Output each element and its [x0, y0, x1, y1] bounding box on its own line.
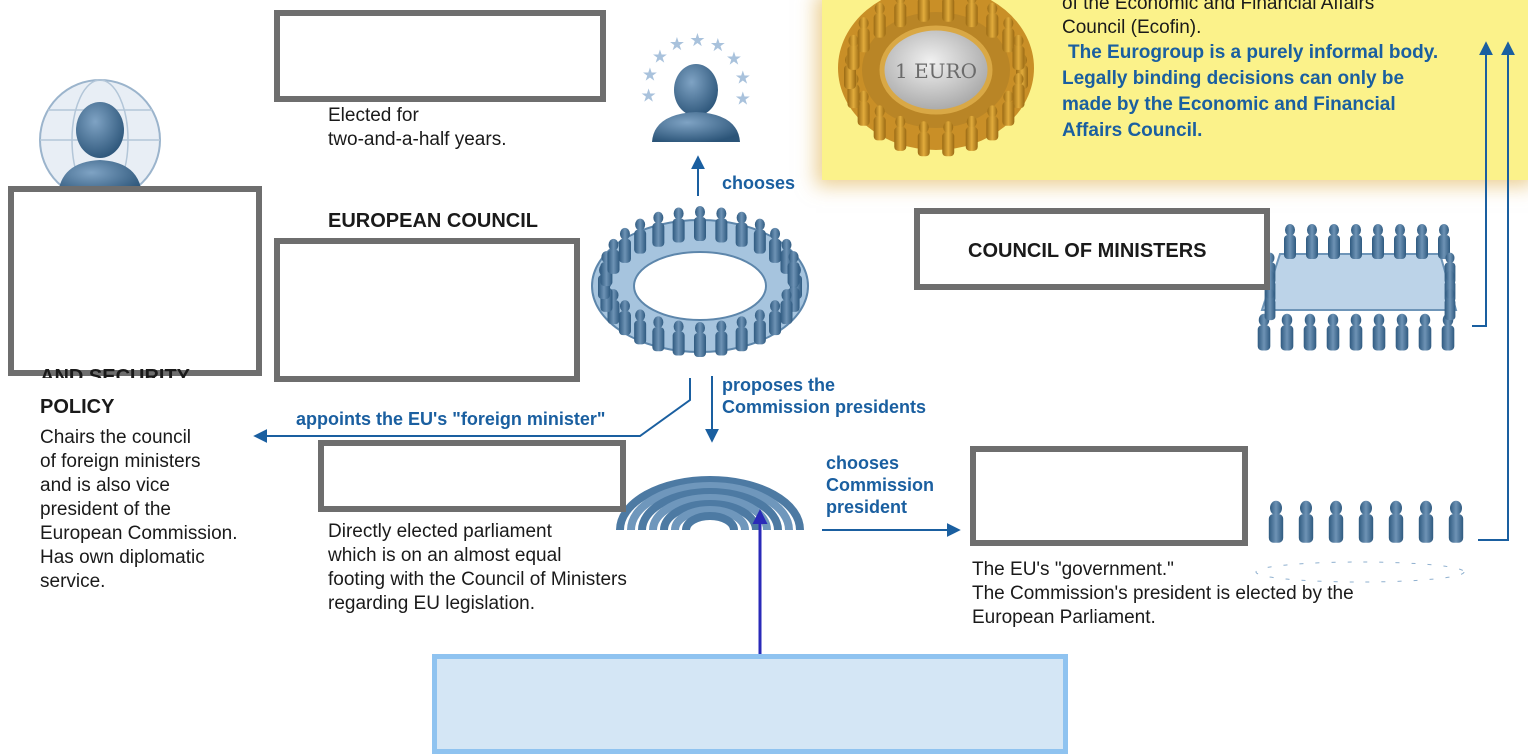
parliament-line: regarding EU legislation.	[328, 593, 536, 614]
proposes-line2: Commission presidents	[722, 397, 927, 417]
svg-text:★: ★	[641, 86, 657, 107]
foreign-policy-line: and is also vice	[40, 475, 170, 496]
eurogroup-bold-line: The Eurogroup is a purely informal body.	[1068, 42, 1439, 63]
parliament-line: footing with the Council of Ministers	[328, 569, 627, 590]
proposes-line1: proposes the	[722, 375, 836, 395]
chooses-label: chooses	[722, 173, 796, 193]
chooses-commission-line: Commission	[826, 475, 935, 495]
president-icon: ★★★★★★★★★	[641, 30, 751, 142]
eurogroup-line: of the Economic and Financial Affairs	[1062, 0, 1375, 14]
euro-coin-icon: 1 EURO	[838, 0, 1034, 157]
proposes-label: proposes the Commission presidents	[722, 374, 926, 418]
svg-text:★: ★	[669, 34, 685, 55]
commission-line: The Commission's president is elected by…	[972, 583, 1354, 604]
european-council-title: EUROPEAN COUNCIL	[328, 210, 539, 232]
foreign-policy-line: Has own diplomatic	[40, 547, 205, 568]
president-text-line1: Elected for	[328, 105, 419, 126]
parliament-title-box	[318, 440, 626, 512]
chooses-commission-line: chooses	[826, 453, 900, 473]
commission-text: The EU's "government." The Commission's …	[972, 558, 1354, 630]
chooses-commission-label: chooses Commission president	[826, 452, 934, 518]
president-text: Elected for two-and-a-half years.	[328, 104, 506, 152]
commission-title-box	[970, 446, 1248, 546]
eurogroup-line: Council (Ecofin).	[1062, 17, 1202, 38]
president-text-line2: two-and-a-half years.	[328, 129, 507, 150]
foreign-policy-line: service.	[40, 571, 106, 592]
foreign-policy-text: Chairs the council of foreign ministers …	[40, 426, 237, 594]
parliament-hemicycle-icon	[616, 476, 804, 531]
council-ministers-box	[914, 208, 1270, 290]
president-title-box	[274, 10, 606, 102]
chooses-commission-line: president	[826, 497, 908, 517]
commission-figures-icon	[1255, 500, 1465, 583]
parliament-line: which is on an almost equal	[328, 545, 562, 566]
foreign-policy-line: president of the	[40, 499, 171, 520]
svg-text:★: ★	[735, 68, 751, 89]
eurogroup-bold-line: Affairs Council.	[1062, 120, 1203, 141]
svg-text:★: ★	[689, 30, 705, 51]
parliament-line: Directly elected parliament	[328, 521, 552, 542]
eurogroup-bold-line: Legally binding decisions can only be	[1062, 68, 1405, 89]
coin-label: 1 EURO	[895, 59, 977, 83]
svg-text:★: ★	[726, 49, 742, 70]
commission-line: The EU's "government."	[972, 559, 1174, 580]
european-council-desc-box	[274, 238, 580, 382]
foreign-policy-line: Chairs the council	[40, 427, 192, 448]
council-of-ministers-title: COUNCIL OF MINISTERS	[968, 240, 1207, 262]
answer-box[interactable]	[432, 654, 1068, 754]
svg-text:★: ★	[652, 46, 668, 67]
commission-line: European Parliament.	[972, 607, 1156, 628]
foreign-minister-title-box	[8, 186, 262, 376]
european-council-ring-icon	[591, 206, 809, 357]
appoints-label: appoints the EU's "foreign minister"	[296, 409, 606, 429]
eurogroup-text: of the Economic and Financial Affairs Co…	[1062, 0, 1438, 144]
foreign-policy-line: European Commission.	[40, 523, 238, 544]
eurogroup-bold-line: made by the Economic and Financial	[1062, 94, 1396, 115]
foreign-policy-line: of foreign ministers	[40, 451, 201, 472]
svg-text:★: ★	[735, 88, 751, 109]
council-of-ministers-table-icon	[1257, 224, 1458, 351]
foreign-policy-partial-heading: AND SECURITY	[40, 366, 191, 378]
globe-person-icon	[39, 79, 161, 201]
svg-text:★: ★	[710, 35, 726, 56]
svg-text:★: ★	[642, 65, 658, 86]
foreign-policy-heading: POLICY	[40, 396, 115, 418]
parliament-text: Directly elected parliament which is on …	[328, 520, 627, 616]
